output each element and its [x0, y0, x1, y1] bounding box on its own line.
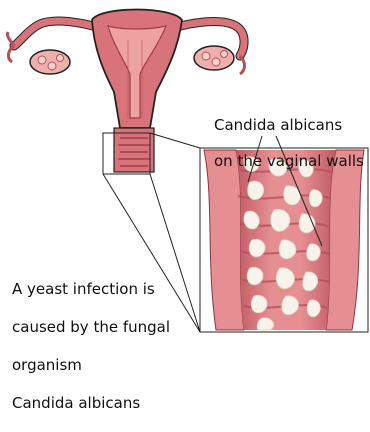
caption-line-3: organism [12, 356, 170, 375]
caption-line-1: A yeast infection is [12, 280, 170, 299]
caption-line-4: Candida albicans [12, 394, 170, 413]
callout-line-1: Candida albicans [214, 116, 364, 134]
diagram: Candida albicans on the vaginal walls A … [0, 0, 370, 352]
callout-line-2: on the vaginal walls [214, 152, 364, 170]
zoom-line-top [150, 133, 200, 148]
caption-text: A yeast infection is caused by the funga… [12, 261, 170, 432]
caption-line-2: caused by the fungal [12, 318, 170, 337]
callout-label: Candida albicans on the vaginal walls [214, 98, 364, 188]
